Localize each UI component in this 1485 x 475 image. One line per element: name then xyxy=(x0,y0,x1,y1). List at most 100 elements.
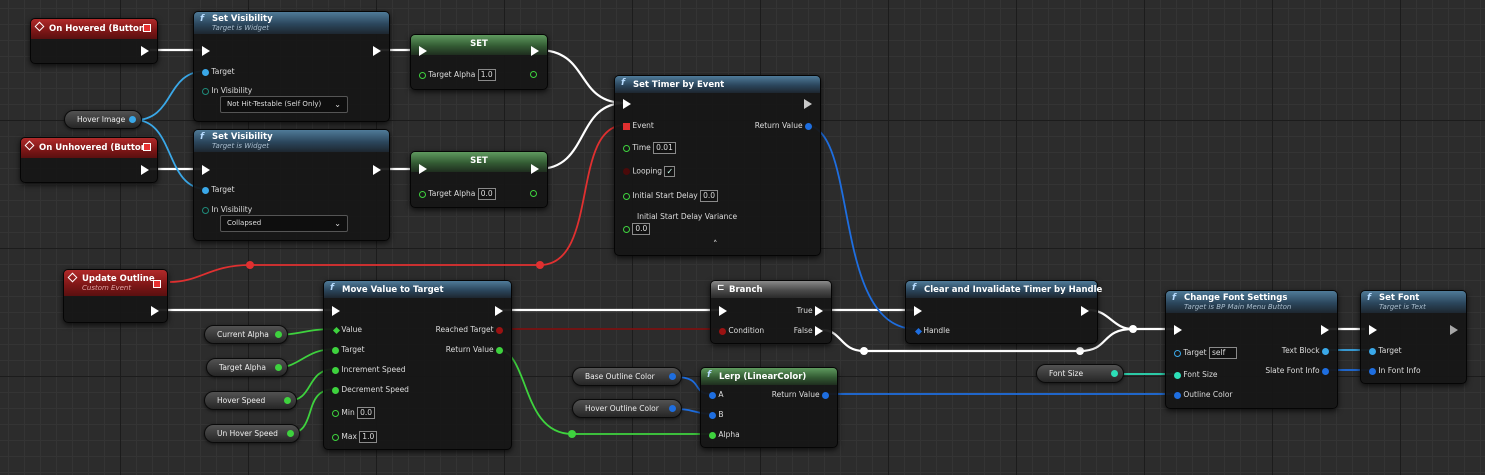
looping-checkbox[interactable]: ✓ xyxy=(664,166,676,177)
delegate-pin-icon[interactable] xyxy=(143,24,151,32)
a-pin[interactable]: A xyxy=(709,390,724,400)
target-pin[interactable]: Target self xyxy=(1174,347,1237,359)
exec-out-pin[interactable] xyxy=(495,306,503,316)
collapse-chevron-icon[interactable]: ˄ xyxy=(713,240,718,250)
b-pin[interactable]: B xyxy=(709,410,724,420)
decrement-speed-pin[interactable]: Decrement Speed xyxy=(332,385,409,395)
struct-out-pin[interactable] xyxy=(669,405,676,412)
exec-out-pin[interactable] xyxy=(141,46,149,56)
text-block-pin[interactable]: Text Block xyxy=(1282,346,1329,356)
exec-out-pin[interactable] xyxy=(1321,325,1329,335)
font-out-pin[interactable] xyxy=(1111,370,1118,377)
exec-in-pin[interactable] xyxy=(914,306,922,316)
exec-in-pin[interactable] xyxy=(332,306,340,316)
exec-in-pin[interactable] xyxy=(1369,325,1377,335)
initial-start-delay-pin[interactable]: Initial Start Delay 0.0 xyxy=(623,190,719,202)
exec-in-pin[interactable] xyxy=(419,164,427,174)
target-alpha-pin[interactable]: Target Alpha 0.0 xyxy=(419,188,496,200)
true-pin[interactable]: True xyxy=(797,306,823,316)
float-out-pin[interactable] xyxy=(287,430,294,437)
float-out-pin[interactable] xyxy=(284,397,291,404)
visibility-dropdown[interactable]: Collapsed⌄ xyxy=(220,215,348,232)
hover-speed-variable[interactable]: Hover Speed xyxy=(204,391,297,410)
branch-node[interactable]: ⊏ Branch True Condition False xyxy=(710,280,832,344)
target-alpha-pin[interactable]: Target Alpha 1.0 xyxy=(419,69,496,81)
set-visibility-node-2[interactable]: f Set Visibility Target is Widget Target… xyxy=(193,129,390,241)
outline-color-pin[interactable]: Outline Color xyxy=(1174,390,1233,400)
increment-speed-pin[interactable]: Increment Speed xyxy=(332,365,406,375)
time-pin[interactable]: Time 0.01 xyxy=(623,142,676,154)
exec-out-pin[interactable] xyxy=(1081,306,1089,316)
exec-out-pin[interactable] xyxy=(141,165,149,175)
float-out-pin[interactable] xyxy=(530,188,537,198)
delegate-pin-icon[interactable] xyxy=(153,280,161,288)
target-pin[interactable]: Target xyxy=(332,345,365,355)
exec-in-pin[interactable] xyxy=(202,46,210,56)
in-visibility-pin[interactable]: In Visibility xyxy=(202,86,252,96)
max-value[interactable]: 1.0 xyxy=(359,431,378,443)
un-hover-speed-variable[interactable]: Un Hover Speed xyxy=(204,424,300,443)
target-pin[interactable]: Target xyxy=(202,185,235,195)
exec-out-pin[interactable] xyxy=(373,165,381,175)
condition-pin[interactable]: Condition xyxy=(719,326,764,336)
float-out-pin[interactable] xyxy=(530,69,537,79)
exec-in-pin[interactable] xyxy=(719,306,727,316)
update-outline-event-node[interactable]: Update Outline Custom Event xyxy=(63,269,168,323)
target-alpha-variable[interactable]: Target Alpha xyxy=(206,358,288,377)
exec-in-pin[interactable] xyxy=(419,46,427,56)
exec-out-pin[interactable] xyxy=(1450,325,1458,338)
return-value-pin[interactable]: Return Value xyxy=(755,121,812,131)
max-pin[interactable]: Max 1.0 xyxy=(332,431,378,443)
on-hovered-event-node[interactable]: On Hovered (Button) xyxy=(30,18,158,64)
on-unhovered-event-node[interactable]: On Unhovered (Button) xyxy=(20,137,158,183)
hover-outline-color-variable[interactable]: Hover Outline Color xyxy=(572,399,682,418)
exec-in-pin[interactable] xyxy=(1174,325,1182,335)
initial-start-delay-value[interactable]: 0.0 xyxy=(700,190,719,202)
exec-out-pin[interactable] xyxy=(531,164,539,174)
false-pin[interactable]: False xyxy=(794,326,823,336)
looping-pin[interactable]: Looping ✓ xyxy=(623,166,676,177)
exec-in-pin[interactable] xyxy=(202,165,210,175)
slate-font-info-pin[interactable]: Slate Font Info xyxy=(1265,366,1329,376)
min-pin[interactable]: Min 0.0 xyxy=(332,407,376,419)
min-value[interactable]: 0.0 xyxy=(357,407,376,419)
struct-out-pin[interactable] xyxy=(669,373,676,380)
float-out-pin[interactable] xyxy=(275,331,282,338)
target-pin[interactable]: Target xyxy=(202,67,235,77)
return-value-pin[interactable]: Return Value xyxy=(772,390,829,400)
exec-out-pin[interactable] xyxy=(804,99,812,112)
set-visibility-node-1[interactable]: f Set Visibility Target is Widget Target… xyxy=(193,11,390,122)
target-pin[interactable]: Target xyxy=(1369,346,1402,356)
set-timer-by-event-node[interactable]: f Set Timer by Event Event Return Value … xyxy=(614,75,821,256)
alpha-pin[interactable]: Alpha xyxy=(709,430,740,440)
value-pin[interactable]: Value xyxy=(332,325,362,335)
exec-out-pin[interactable] xyxy=(151,306,159,316)
initial-start-delay-variance-pin[interactable]: 0.0 xyxy=(623,223,651,235)
base-outline-color-variable[interactable]: Base Outline Color xyxy=(572,367,682,386)
move-value-to-target-node[interactable]: f Move Value to Target Value Reached Tar… xyxy=(323,280,512,450)
target-alpha-value[interactable]: 0.0 xyxy=(477,188,496,200)
target-self-value[interactable]: self xyxy=(1208,347,1237,359)
in-font-info-pin[interactable]: In Font Info xyxy=(1369,366,1421,376)
float-out-pin[interactable] xyxy=(275,364,282,371)
set-font-node[interactable]: f Set Font Target is Text Target In Font… xyxy=(1360,290,1467,384)
font-size-pin[interactable]: Font Size xyxy=(1174,370,1218,380)
reached-target-pin[interactable]: Reached Target xyxy=(436,325,503,335)
lerp-linearcolor-node[interactable]: f Lerp (LinearColor) A Return Value B Al… xyxy=(700,367,838,448)
event-pin[interactable]: Event xyxy=(623,121,654,131)
exec-in-pin[interactable] xyxy=(623,99,631,109)
visibility-dropdown[interactable]: Not Hit-Testable (Self Only)⌄ xyxy=(220,96,348,113)
in-visibility-pin[interactable]: In Visibility xyxy=(202,205,252,215)
object-out-pin[interactable] xyxy=(129,116,136,123)
clear-invalidate-timer-node[interactable]: f Clear and Invalidate Timer by Handle H… xyxy=(905,280,1102,344)
hover-image-variable[interactable]: Hover Image xyxy=(64,110,142,129)
delegate-pin-icon[interactable] xyxy=(143,143,151,151)
target-alpha-value[interactable]: 1.0 xyxy=(477,69,496,81)
font-size-variable[interactable]: Font Size xyxy=(1036,364,1124,383)
exec-out-pin[interactable] xyxy=(373,46,381,56)
time-value[interactable]: 0.01 xyxy=(653,142,676,154)
handle-pin[interactable]: Handle xyxy=(914,326,950,336)
set-target-alpha-node-1[interactable]: SET Target Alpha 1.0 xyxy=(410,34,548,90)
return-value-pin[interactable]: Return Value xyxy=(446,345,503,355)
set-target-alpha-node-2[interactable]: SET Target Alpha 0.0 xyxy=(410,151,548,208)
